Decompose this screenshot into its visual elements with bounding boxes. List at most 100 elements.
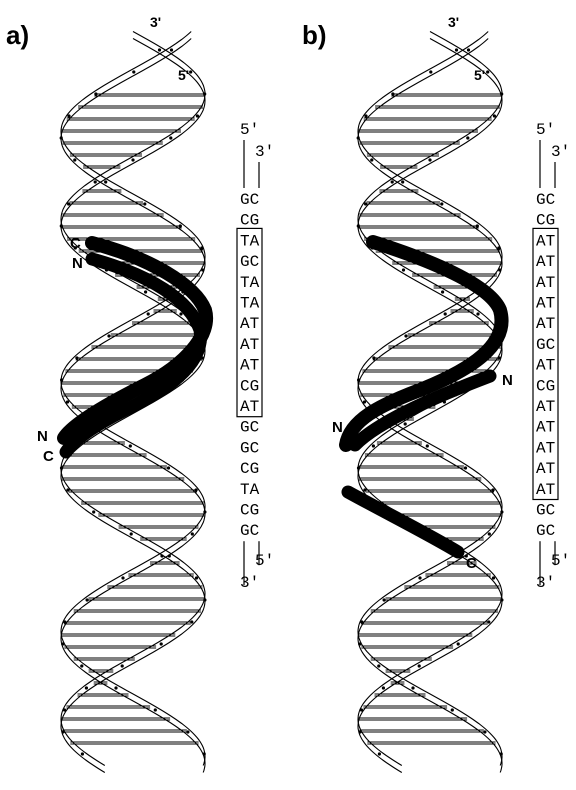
backbone-dot <box>497 246 501 250</box>
seq-top-3prime: 3' <box>551 143 570 161</box>
base-pair-label: AT <box>536 315 555 333</box>
terminus-c-top: C <box>367 235 378 252</box>
base-pair-label: GC <box>536 336 555 354</box>
terminus-c-bottom: C <box>43 448 54 465</box>
backbone-dot <box>486 70 490 74</box>
panel-b-label: b) <box>302 20 327 50</box>
backbone-dot <box>363 488 367 492</box>
backbone-dot <box>80 752 84 756</box>
backbone-dot <box>377 752 381 756</box>
backbone-dot <box>186 730 190 734</box>
backbone-dot <box>179 312 183 316</box>
backbone-dot <box>73 246 77 250</box>
panel-a-label: a) <box>6 20 29 50</box>
backbone-dot <box>65 400 70 404</box>
backbone-dot <box>159 642 163 646</box>
backbone-dot <box>59 224 63 228</box>
backbone-dot <box>107 334 111 338</box>
backbone-dot <box>84 686 88 690</box>
backbone-dot <box>390 180 394 184</box>
peptide-strand <box>348 369 497 452</box>
backbone-dot <box>121 576 125 580</box>
backbone-strand-1 <box>357 38 503 773</box>
seq-bottom-5prime: 5' <box>255 552 274 570</box>
backbone-dot <box>59 466 64 470</box>
backbone-dot <box>143 202 147 206</box>
binding-site-box <box>532 227 559 501</box>
base-pair-label: CG <box>240 212 259 230</box>
seq-top-5prime: 5' <box>240 121 259 139</box>
backbone-dot <box>440 202 444 206</box>
backbone-dot <box>93 180 97 184</box>
terminus-c-top: C <box>70 235 81 252</box>
backbone-dot <box>60 378 64 382</box>
backbone-dot <box>364 202 368 206</box>
binding-site-box <box>236 227 263 418</box>
backbone-dot <box>364 114 368 118</box>
base-pair-label: AT <box>536 357 555 375</box>
sequence-b: 5'3'GCCGATATATATATGCATCGATATATATATGCGC5'… <box>532 121 570 592</box>
backbone-dot <box>169 48 174 52</box>
peptide-strands-b <box>339 235 509 559</box>
backbone-dot <box>425 444 429 448</box>
backbone-dot <box>371 444 375 448</box>
base-pair-label: AT <box>536 295 555 313</box>
backbone-dot <box>476 312 480 316</box>
base-pair-label: AT <box>240 315 259 333</box>
backbone-dot <box>441 290 445 294</box>
backbone-dot <box>401 268 406 272</box>
backbone-dot <box>454 48 459 52</box>
base-pair-label: CG <box>240 502 259 520</box>
backbone-dot <box>443 312 447 316</box>
peptide-strand <box>59 252 208 459</box>
seq-bottom-3prime: 3' <box>240 574 259 592</box>
backbone-dot <box>67 202 71 206</box>
backbone-dot <box>120 664 124 668</box>
backbone-dot <box>382 598 386 602</box>
base-pair-label: AT <box>536 439 555 457</box>
backbone-dot <box>417 664 421 668</box>
seq-bottom-5prime: 5' <box>551 552 570 570</box>
backbone-dot <box>128 444 132 448</box>
backbone-dot <box>200 246 204 250</box>
base-pair-label: CG <box>240 377 259 395</box>
backbone-dot <box>491 576 496 580</box>
backbone-dot <box>456 642 460 646</box>
strand-end-label-3prime: 3' <box>448 14 459 30</box>
base-pair-label: AT <box>536 253 555 271</box>
backbone-dot <box>66 488 70 492</box>
terminus-n-middle-right: N <box>502 372 513 389</box>
backbone-dot <box>160 554 164 558</box>
backbone-strand-2 <box>357 38 503 773</box>
backbone-dot <box>492 114 496 118</box>
sequence-a: 5'3'GCCGTAGCTATAATATATCGATGCGCCGTACGGC5'… <box>236 121 274 592</box>
seq-bottom-3prime: 3' <box>536 574 555 592</box>
backbone-dot <box>404 334 408 338</box>
base-pair-label: GC <box>536 502 555 520</box>
backbone-dot <box>104 180 108 184</box>
base-pair-label: TA <box>240 232 260 250</box>
backbone-dot <box>381 686 385 690</box>
backbone-dot <box>132 70 136 74</box>
backbone-strand-2 <box>60 38 206 773</box>
backbone-dot <box>428 158 432 162</box>
base-pair-label: AT <box>536 398 555 416</box>
terminus-n-bottom: N <box>37 428 48 445</box>
base-pair-label: TA <box>240 274 260 292</box>
panel-b: b) 3' 5' C N N C 5'3'GCCGATATATATATGCATC… <box>302 14 570 773</box>
backbone-dot <box>190 620 194 624</box>
backbone-dot <box>131 158 135 162</box>
backbone-dot <box>466 136 470 140</box>
strand-end-label-3prime: 3' <box>150 14 161 30</box>
base-pair-label: AT <box>536 481 555 499</box>
base-pair-label: AT <box>240 336 259 354</box>
seq-top-5prime: 5' <box>536 121 555 139</box>
strand-end-label-5prime: 5' <box>474 67 485 83</box>
backbone-dot <box>73 158 77 162</box>
seq-top-3prime: 3' <box>255 143 274 161</box>
backbone-dot <box>450 708 454 712</box>
base-pair-label: GC <box>240 191 259 209</box>
backbone-dot <box>463 466 468 470</box>
backbone-dot <box>418 576 422 580</box>
